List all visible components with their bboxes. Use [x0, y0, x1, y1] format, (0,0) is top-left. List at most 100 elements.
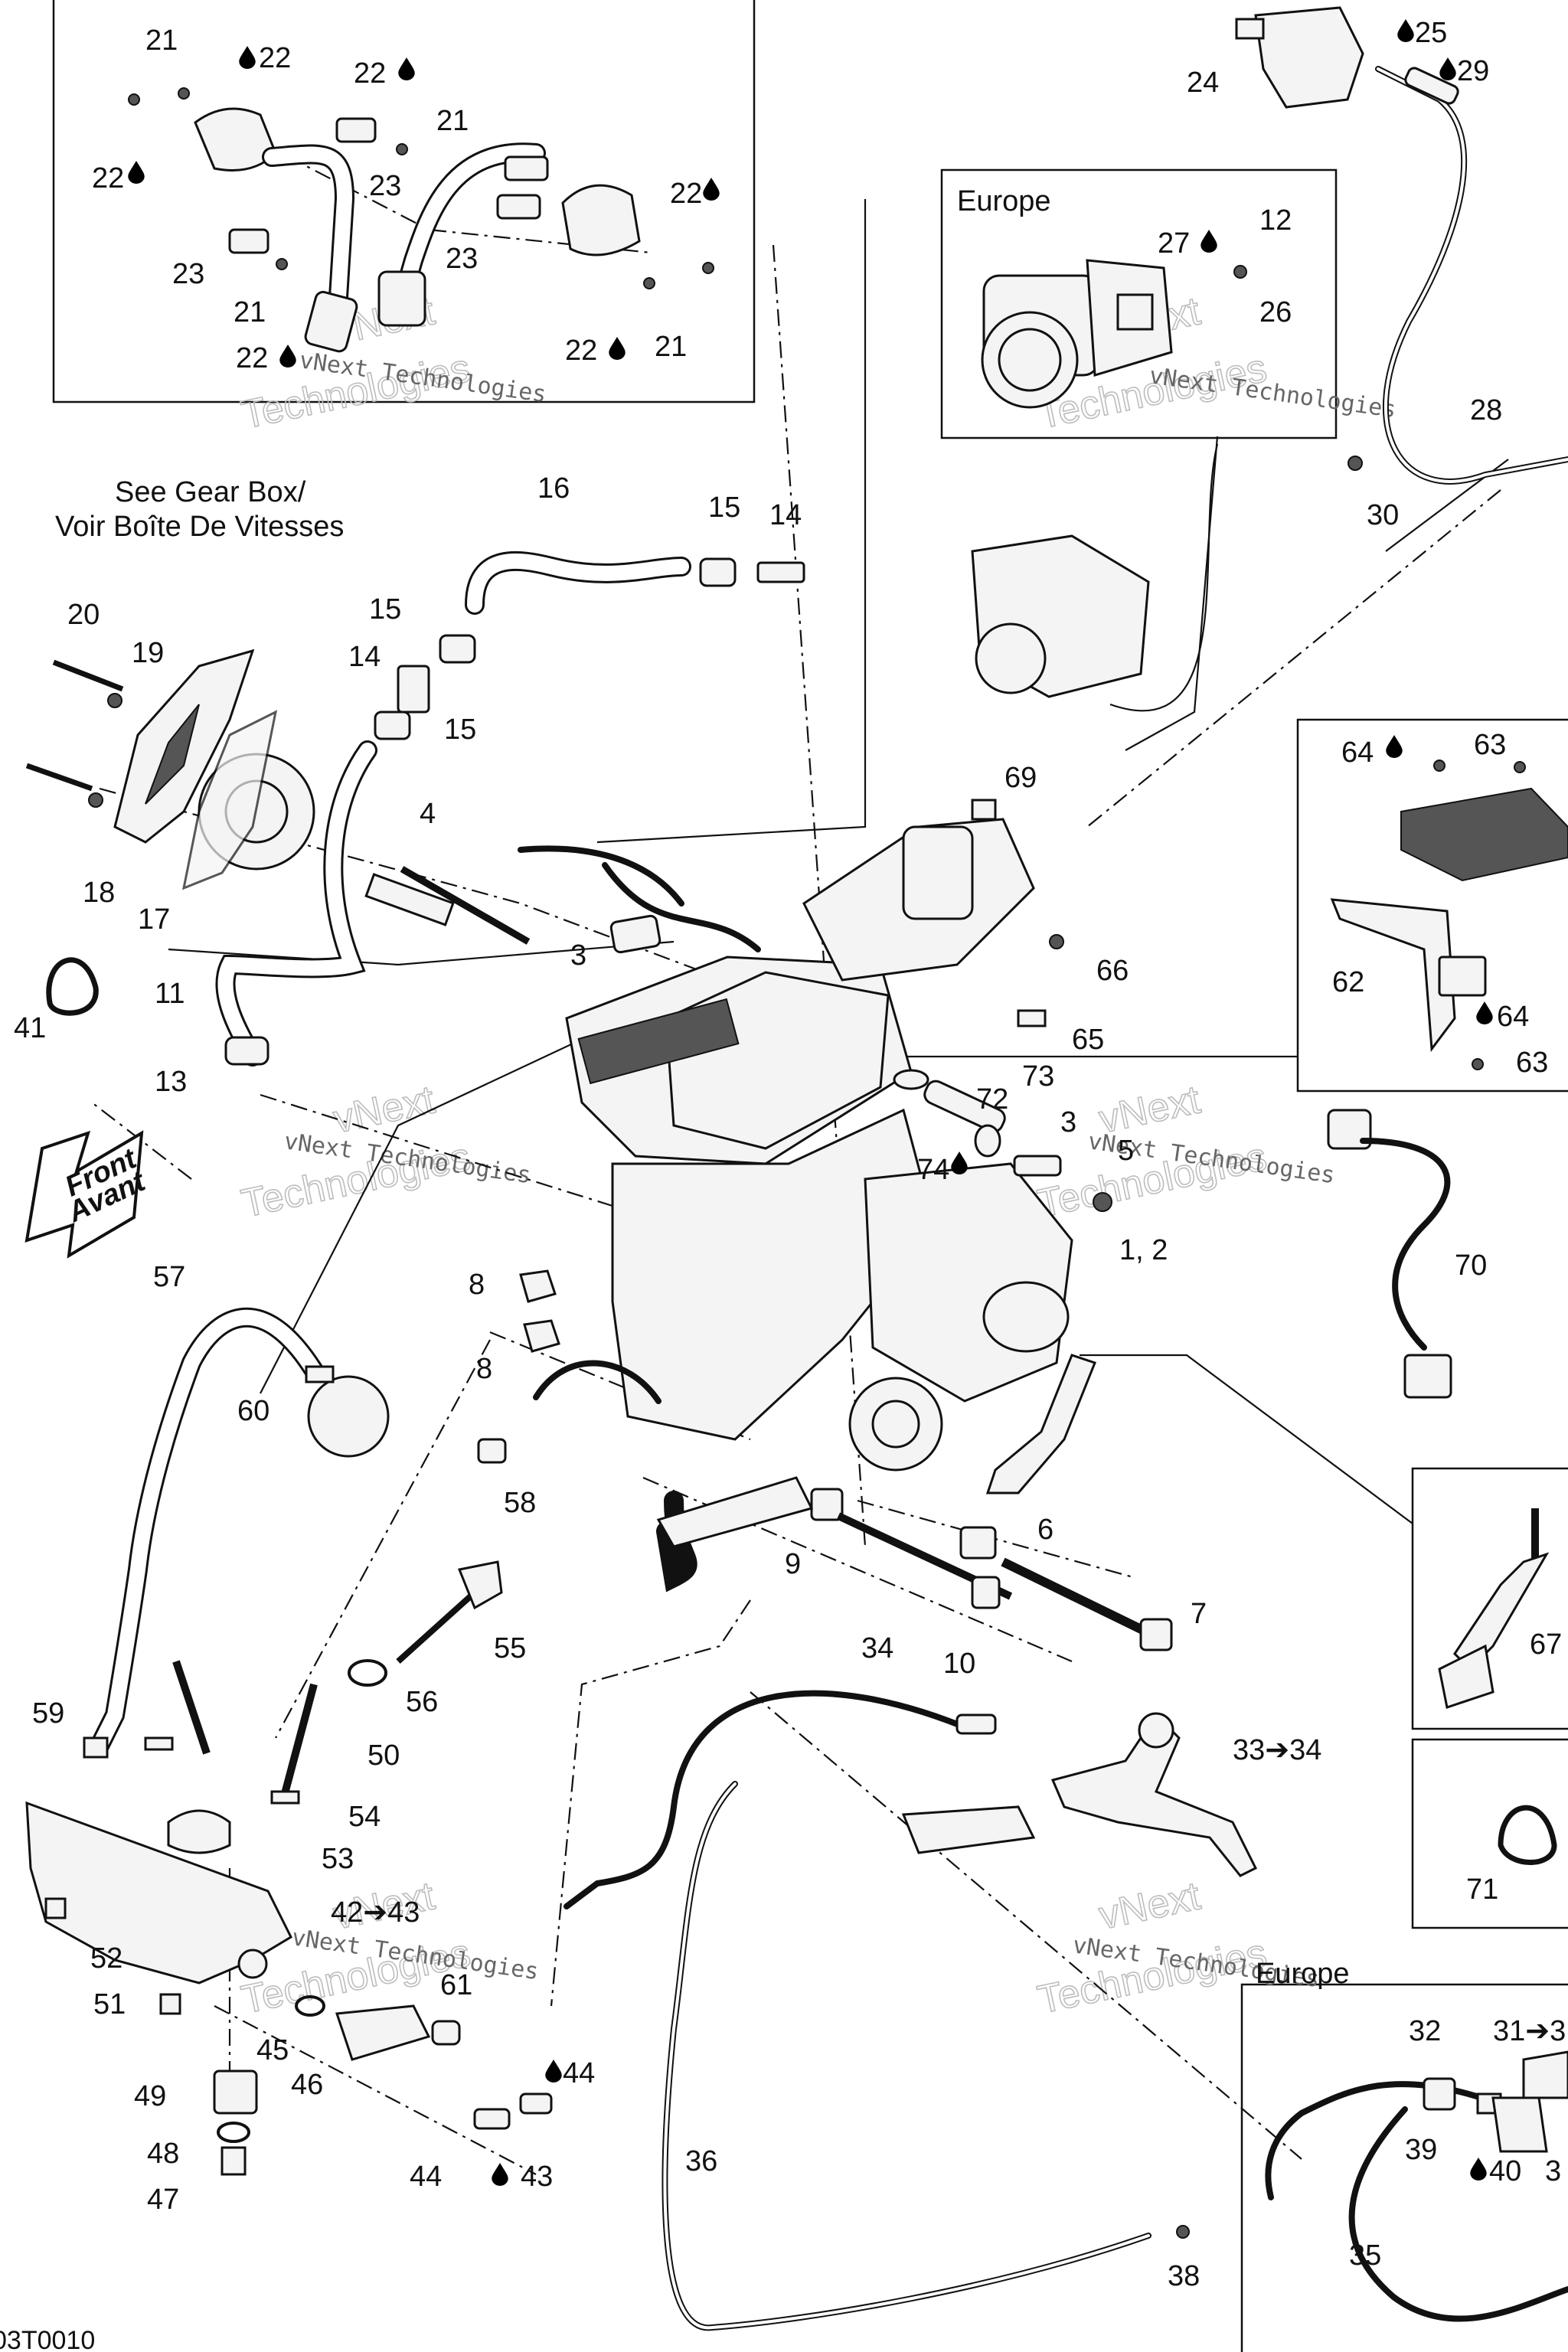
- see-gear-box-label-1: See Gear Box/: [115, 476, 306, 508]
- watermark-brand: vNext: [329, 1077, 439, 1142]
- callout-22: 22: [565, 335, 597, 367]
- callout-50: 50: [368, 1740, 400, 1772]
- callout-21: 21: [436, 105, 469, 137]
- callout-16: 16: [537, 472, 570, 505]
- europe-clutch-inset-box: [1240, 1983, 1568, 2352]
- callout-46: 46: [291, 2069, 323, 2101]
- callout-15: 15: [444, 714, 476, 746]
- callout-21: 21: [145, 24, 178, 57]
- ignition-coil-2: [377, 142, 714, 327]
- callout-21: 21: [655, 331, 687, 363]
- callout-23: 23: [172, 258, 204, 290]
- cable-36: [662, 1781, 1190, 2331]
- callout-3: 3: [1545, 2155, 1561, 2187]
- callout-23: 23: [446, 243, 478, 275]
- callout-40: 40: [1489, 2155, 1521, 2187]
- callout-3: 3: [1060, 1106, 1076, 1138]
- callout-45: 45: [256, 2034, 289, 2066]
- europe-bottom-label: Europe: [1256, 1958, 1350, 1990]
- callout-56: 56: [406, 1686, 438, 1718]
- callout-74: 74: [917, 1154, 949, 1186]
- callout-31-3: 31➔3: [1493, 2015, 1566, 2047]
- callout-9: 9: [785, 1548, 801, 1580]
- callout-67: 67: [1530, 1628, 1562, 1661]
- callout-39: 39: [1405, 2134, 1437, 2166]
- callout-6: 6: [1037, 1514, 1054, 1546]
- callout-32: 32: [1409, 2015, 1441, 2047]
- throttle-body-exploded: [971, 443, 1219, 712]
- callout-41: 41: [14, 1012, 46, 1044]
- callout-17: 17: [138, 903, 170, 936]
- callout-labels: 21 22 22 22 21 23 22 23 23 21 22 22 21 2…: [0, 17, 1566, 2352]
- callout-14: 14: [348, 641, 381, 673]
- watermark-brand: vNext: [1095, 1873, 1204, 1938]
- callout-35: 35: [1349, 2239, 1381, 2272]
- callout-29: 29: [1457, 55, 1489, 87]
- breather-hose-16: [465, 550, 805, 615]
- callout-61: 61: [440, 1969, 472, 2001]
- callout-24: 24: [1187, 67, 1219, 99]
- callout-19: 19: [132, 637, 164, 669]
- callout-72: 72: [976, 1083, 1008, 1116]
- callout-55: 55: [494, 1632, 526, 1664]
- hose-elbow-58: [477, 1360, 814, 1592]
- callout-30: 30: [1367, 499, 1399, 531]
- callout-20: 20: [67, 599, 100, 631]
- callout-8: 8: [476, 1353, 492, 1385]
- callout-15: 15: [708, 492, 740, 524]
- callout-71: 71: [1466, 1873, 1498, 1906]
- see-gear-box-label-2: Voir Boîte De Vitesses: [55, 511, 344, 543]
- callout-7: 7: [1191, 1598, 1207, 1630]
- callout-21: 21: [234, 296, 266, 328]
- oil-tank: [25, 1660, 318, 2176]
- callout-18: 18: [83, 877, 115, 909]
- callout-36: 36: [685, 2145, 717, 2177]
- drop-icon: [492, 2163, 508, 2186]
- callout-22: 22: [236, 342, 268, 374]
- clamp-41: [46, 957, 99, 1016]
- callout-73: 73: [1022, 1060, 1054, 1093]
- callout-60: 60: [237, 1395, 270, 1427]
- callout-8: 8: [469, 1269, 485, 1301]
- callout-28: 28: [1470, 394, 1502, 426]
- ignition-coil-1: [128, 87, 408, 353]
- bolts-20: [25, 659, 124, 808]
- fitting-66-69: [971, 799, 1064, 1027]
- callout-25: 25: [1415, 17, 1447, 49]
- callout-1-2: 1, 2: [1119, 1234, 1168, 1266]
- callout-62: 62: [1332, 966, 1364, 998]
- callout-44: 44: [563, 2057, 595, 2089]
- callout-22: 22: [259, 42, 291, 74]
- clamp-71: [1498, 1805, 1557, 1865]
- drop-icon: [1470, 2158, 1487, 2180]
- callout-22: 22: [92, 162, 124, 194]
- throttle-body-europe: [981, 259, 1363, 471]
- callout-58: 58: [504, 1487, 536, 1519]
- callout-34: 34: [861, 1632, 893, 1664]
- callout-47: 47: [147, 2184, 179, 2216]
- callout-54: 54: [348, 1801, 381, 1833]
- callout-63: 63: [1516, 1047, 1548, 1079]
- callout-15: 15: [369, 593, 401, 626]
- callout-22: 22: [670, 178, 702, 210]
- throttle-cable-28: [1375, 66, 1568, 485]
- breather-hose-11: [215, 634, 476, 1067]
- callout-64: 64: [1341, 737, 1374, 769]
- callout-33-34: 33➔34: [1233, 1734, 1321, 1766]
- callout-49: 49: [134, 2080, 166, 2112]
- drop-icon: [1439, 57, 1456, 80]
- ignition-coil-inset-box: [52, 0, 756, 403]
- mounts-8-9-6: [519, 1269, 1173, 1651]
- callout-10: 10: [943, 1648, 975, 1680]
- callout-4: 4: [420, 798, 436, 830]
- front-arrow: Front Avant: [24, 1130, 151, 1259]
- callout-23: 23: [369, 170, 401, 202]
- shift-lever-67: [1438, 1508, 1550, 1709]
- callout-43: 43: [521, 2161, 553, 2193]
- callout-65: 65: [1072, 1024, 1104, 1056]
- clutch-cable-34: [564, 1690, 997, 1909]
- callout-52: 52: [90, 1942, 122, 1975]
- footer-code: 03T0010: [0, 2326, 95, 2352]
- callout-12: 12: [1259, 204, 1292, 237]
- callout-64: 64: [1497, 1001, 1529, 1033]
